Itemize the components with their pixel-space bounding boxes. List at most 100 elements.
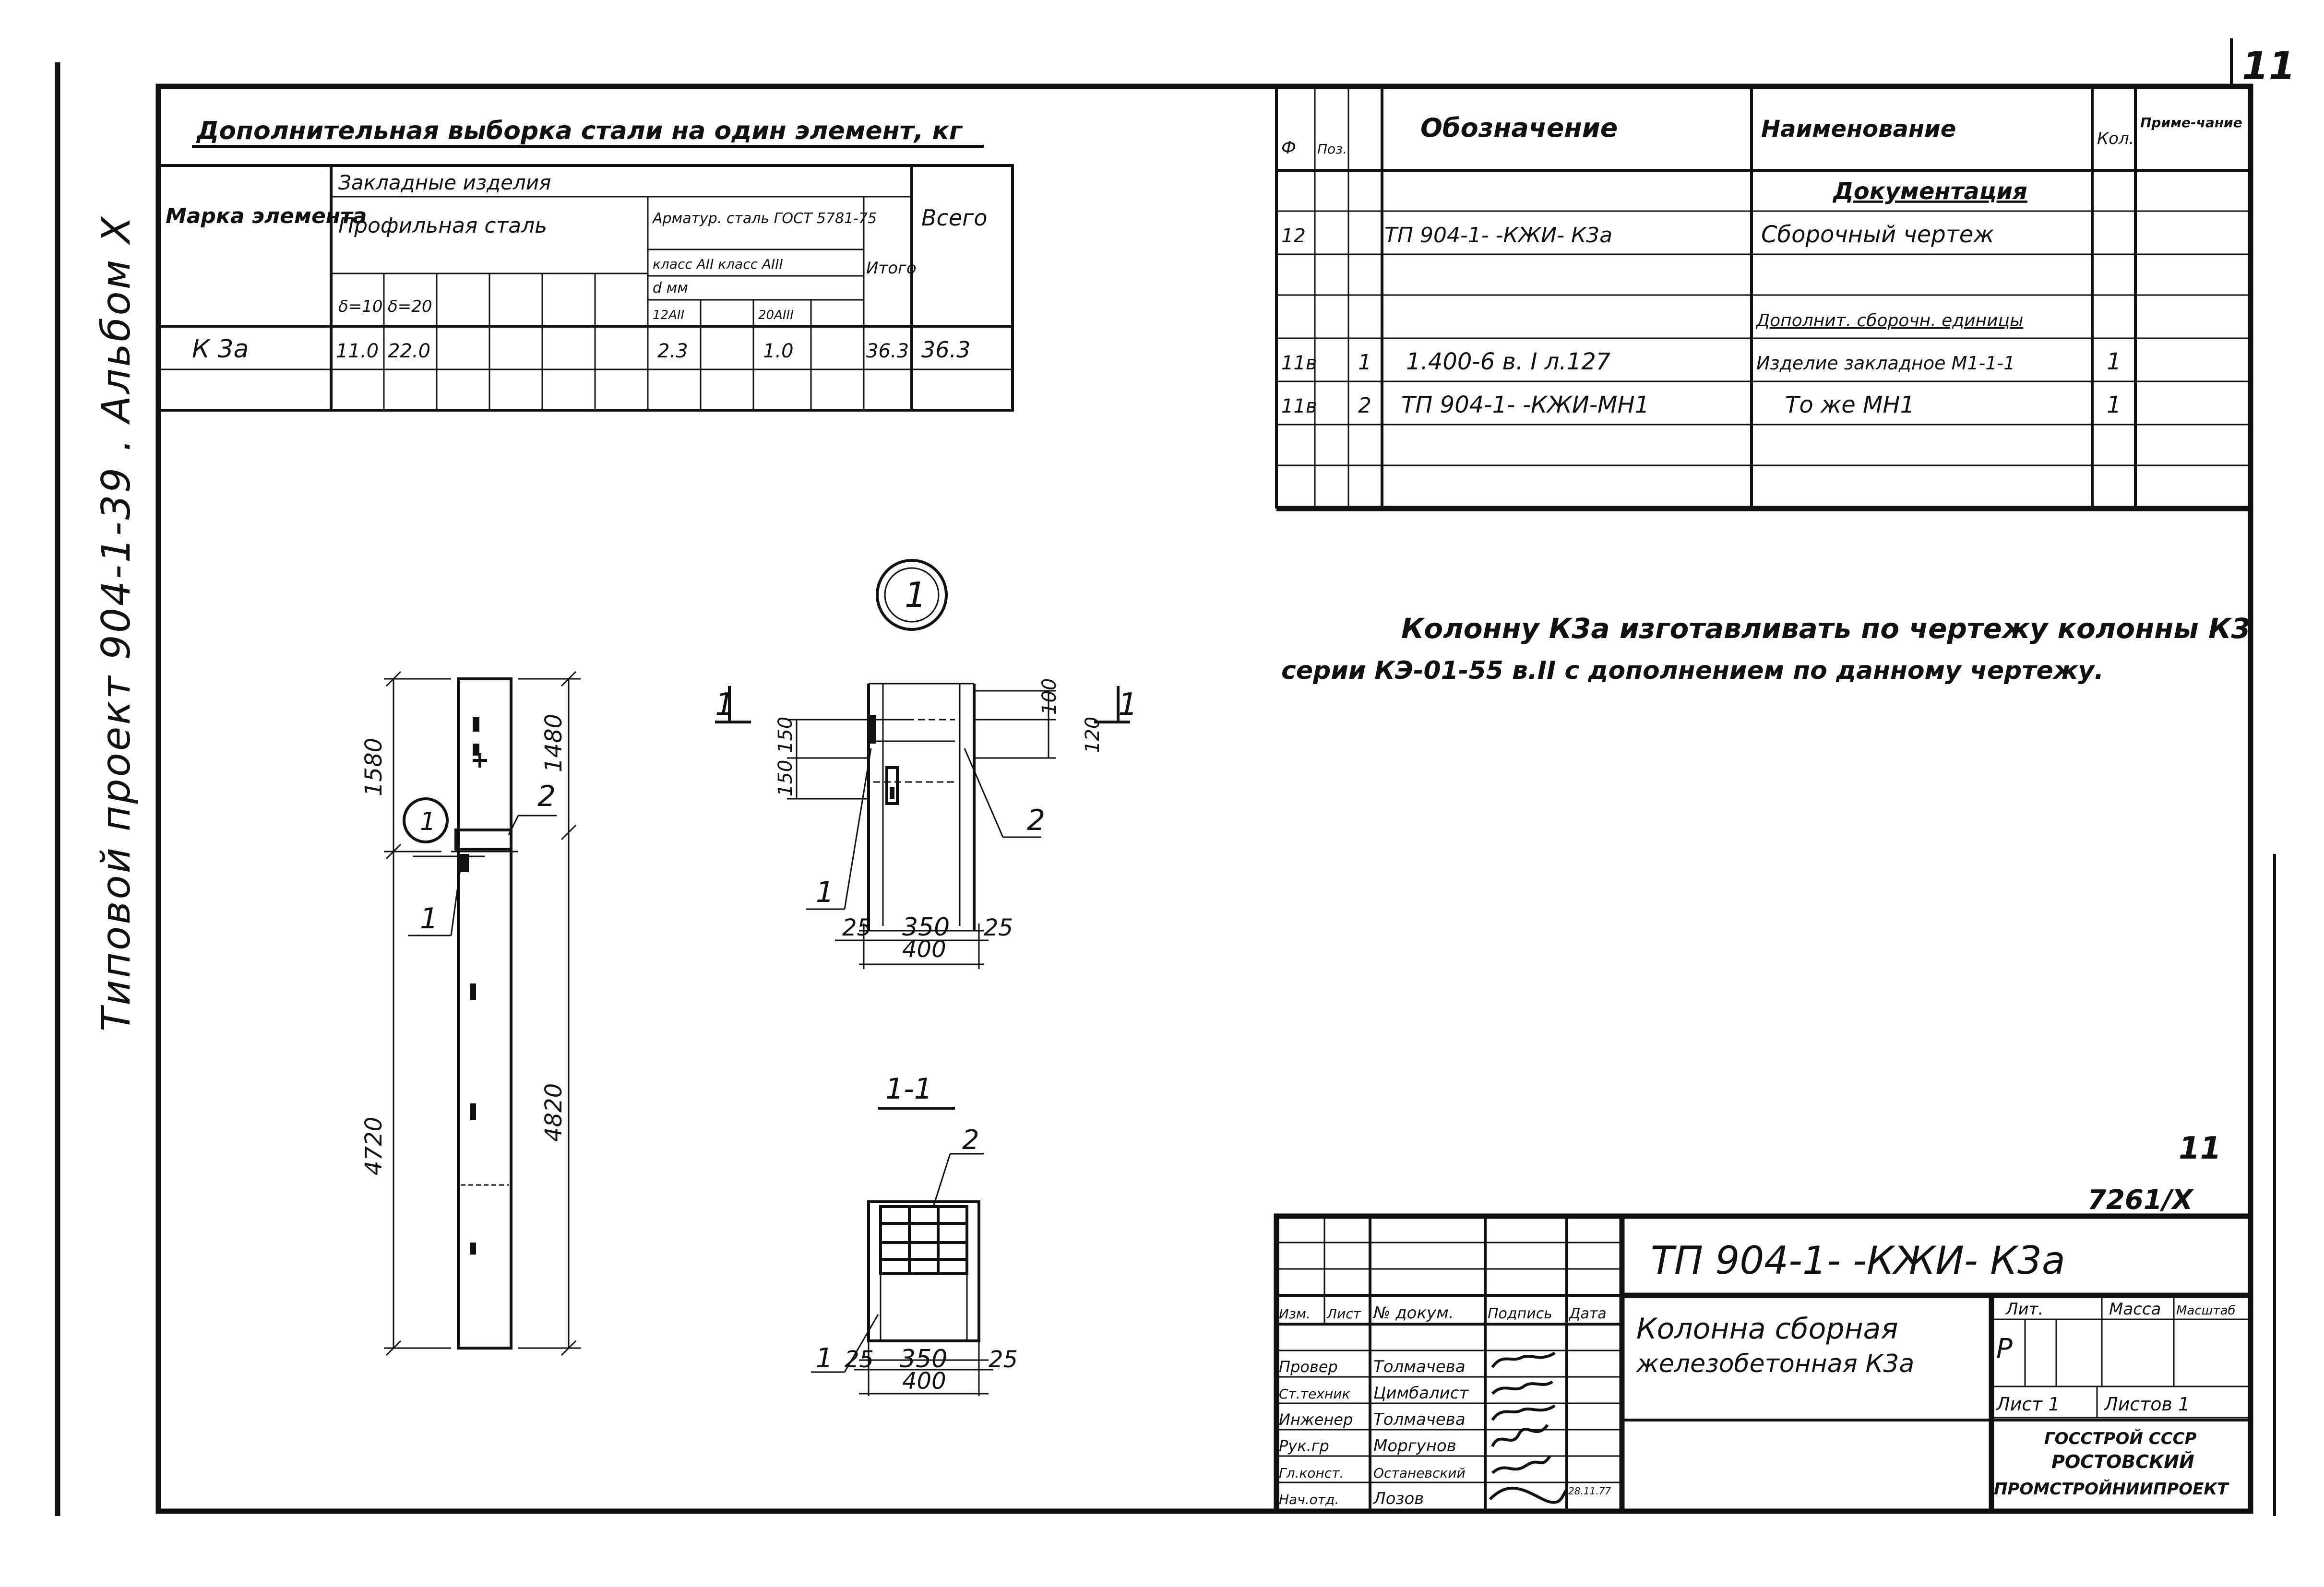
detail-dim-400: 400	[902, 936, 946, 963]
detail-callout: 1	[905, 575, 927, 615]
section-dim-25a: 25	[845, 1346, 874, 1373]
r5-f: 11в	[1281, 352, 1317, 374]
tb-h-data: Дата	[1568, 1305, 1607, 1322]
h-dmm: d мм	[653, 280, 688, 296]
tb-r3-name: Толмачева	[1373, 1410, 1466, 1429]
h-pos: Поз.	[1317, 141, 1347, 157]
sheet-mark-11: 11	[2179, 1131, 2221, 1166]
tb-org1: ГОССТРОЙ СССР	[2044, 1429, 2197, 1448]
h-kol: Кол.	[2097, 129, 2134, 148]
detail-dim-25b: 25	[984, 914, 1013, 941]
tb-r1-name: Толмачева	[1373, 1357, 1466, 1376]
sheet-frame	[55, 38, 2276, 1516]
tb-h-list: Лист	[1326, 1306, 1361, 1322]
dim-bottom-right: 4820	[540, 1083, 567, 1142]
h-oboz: Обозначение	[1420, 113, 1618, 143]
tb-r6-name: Лозов	[1372, 1489, 1424, 1508]
section-pos2-label: 2	[962, 1125, 979, 1156]
tb-h-sheets: Листов 1	[2103, 1394, 2190, 1415]
row-v2: 22.0	[388, 340, 430, 362]
section-mark-left: 1	[715, 687, 735, 722]
r4-naim: Дополнит. сборочн. единицы	[1755, 311, 2023, 331]
tb-h-masshtab: Масштаб	[2176, 1303, 2236, 1318]
tb-h-lit: Лит.	[2005, 1300, 2043, 1319]
section-title: 1-1	[885, 1072, 932, 1106]
detail-dim-350: 350	[902, 913, 950, 942]
detail-pos1-label: 1	[816, 876, 834, 909]
row-v3: 2.3	[657, 340, 688, 362]
h-naim: Наименование	[1761, 116, 1956, 142]
tb-r4-name: Моргунов	[1373, 1436, 1456, 1456]
h-d2: δ=20	[388, 297, 432, 316]
tb-code: ТП 904-1- -КЖИ- К3а	[1651, 1238, 2065, 1283]
h-format: Ф	[1281, 138, 1296, 158]
detail-view: 1 1 1 150 150 100 120 2	[715, 559, 1138, 969]
row-itogo: 36.3	[866, 340, 909, 362]
h-d1: δ=10	[338, 297, 383, 316]
detail-pos2-label: 2	[1027, 804, 1045, 837]
h-vsego: Всего	[921, 205, 987, 231]
tb-h-massa: Масса	[2109, 1300, 2161, 1319]
dim-150a: 150	[775, 717, 797, 753]
section-mark-right: 1	[1118, 687, 1138, 722]
h-klass: класс АII класс АIII	[653, 256, 783, 272]
tb-r5-name: Останевский	[1373, 1465, 1466, 1481]
tb-name-line1: Колонна сборная	[1636, 1312, 1898, 1346]
h-a2: 20АIII	[758, 308, 794, 322]
tb-date: 28.11.77	[1568, 1485, 1611, 1497]
side-caption: Типовой проект 904-1-39 . Альбом X	[94, 214, 139, 1031]
title-block: Изм. Лист № докум. Подпись Дата Провер Т…	[1274, 1213, 2253, 1514]
tb-r6-role: Нач.отд.	[1279, 1492, 1339, 1507]
h-itogo: Итого	[866, 259, 917, 278]
tb-r1-role: Провер	[1279, 1358, 1338, 1376]
tb-org2: РОСТОВСКИЙ	[2051, 1451, 2194, 1472]
detail-dim-25a: 25	[842, 914, 871, 941]
page-number: 11	[2242, 44, 2295, 88]
row-mark: К 3а	[192, 335, 249, 364]
tb-r2-role: Ст.техник	[1279, 1386, 1350, 1402]
h-a1: 12АII	[653, 308, 684, 322]
r2-oboz: ТП 904-1- -КЖИ- К3а	[1384, 223, 1612, 248]
tb-r4-role: Рук.гр	[1279, 1437, 1329, 1455]
steel-table: Дополнительная выборка стали на один эле…	[157, 117, 1014, 412]
r6-pos: 2	[1358, 393, 1371, 418]
section-dim-350: 350	[900, 1345, 947, 1374]
h-zakladnye: Закладные изделия	[338, 171, 551, 194]
row-v1: 11.0	[336, 340, 379, 362]
tb-r2-name: Цимбалист	[1373, 1384, 1469, 1403]
tb-h-sheet: Лист 1	[1995, 1394, 2060, 1415]
h-armatura: Арматур. сталь ГОСТ 5781-75	[652, 210, 877, 227]
r6-f: 11в	[1281, 395, 1317, 417]
tb-lit-value: Р	[1996, 1333, 2013, 1364]
column-callout: 1	[420, 807, 436, 836]
note-line1: Колонну К3а изготавливать по чертежу кол…	[1401, 612, 2251, 645]
signatures	[1489, 1351, 1568, 1504]
column-elevation: 1580 1480 4720 4820 1 1 2	[360, 671, 581, 1356]
section-dim-25b: 25	[989, 1346, 1018, 1373]
section-pos1-label: 1	[816, 1343, 833, 1374]
dim-150b: 150	[775, 760, 797, 796]
tb-h-podp: Подпись	[1488, 1305, 1552, 1322]
r1-naim: Документация	[1832, 178, 2027, 205]
column-pos1-label: 1	[420, 902, 438, 936]
h-marka: Марка элемента	[166, 204, 367, 228]
tb-h-izm: Изм.	[1279, 1306, 1311, 1322]
sheet-mark-7261: 7261/X	[2087, 1184, 2194, 1216]
section-outline	[867, 1200, 980, 1342]
r2-naim: Сборочный чертеж	[1761, 221, 1994, 248]
r6-kol: 1	[2107, 391, 2121, 418]
note-line2: серии КЭ-01-55 в.II с дополнением по дан…	[1281, 656, 2104, 685]
r5-oboz: 1.400-6 в. I л.127	[1406, 348, 1611, 375]
column-body	[457, 677, 512, 1350]
r5-naim: Изделие закладное М1-1-1	[1756, 353, 2015, 374]
h-profil: Профильная сталь	[338, 213, 547, 238]
tb-name-line2: железобетонная К3а	[1636, 1350, 1914, 1378]
row-v4: 1.0	[763, 340, 794, 362]
r5-pos: 1	[1358, 350, 1371, 375]
section-dim-400: 400	[902, 1368, 946, 1395]
tb-org3: ПРОМСТРОЙНИИПРОЕКТ	[1994, 1479, 2229, 1499]
spec-table: Ф Поз. Обозначение Наименование Кол. При…	[1275, 86, 2251, 511]
dim-100: 100	[1038, 678, 1061, 715]
tb-h-ndok: № докум.	[1372, 1303, 1454, 1323]
